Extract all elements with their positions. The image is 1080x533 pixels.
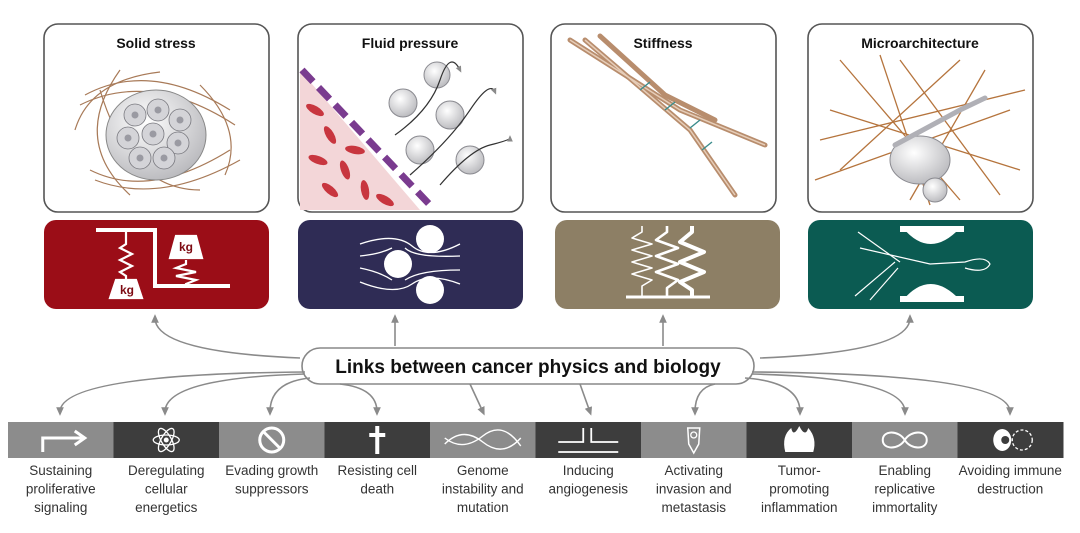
downward-arrows [56,371,1014,416]
fiber-network-illustration [814,54,1026,206]
cross-icon [369,426,386,454]
flame-icon [784,426,815,452]
immune-cell-icon [993,429,1033,451]
hallmark-tile [430,422,536,458]
panel-title-fluid-pressure: Fluid pressure [362,35,459,51]
tile-solid-stress: kg kg [44,220,269,309]
invasion-icon [686,427,701,455]
stiff-fibers-illustration [567,33,768,198]
upward-arrows [151,314,914,359]
compressed-cell-cluster [74,69,241,196]
prohibited-icon [258,426,286,454]
weights-springs-icon [96,228,230,300]
hallmark-tile [8,422,114,458]
tile-stiffness [555,220,780,309]
panel-fluid-pressure: Fluid pressure [297,23,524,213]
tile-microarchitecture [808,220,1033,309]
vessel-icon [558,428,619,453]
panel-title-solid-stress: Solid stress [116,35,196,51]
leaky-vessel-illustration [299,61,513,210]
panel-solid-stress: Solid stress [43,23,270,213]
fluid-flow-icon [359,225,461,304]
panel-stiffness: Stiffness [550,23,777,213]
dna-icon [444,429,522,450]
arrow-icon [41,429,88,452]
cell-squeeze-icon [854,226,991,302]
center-label: Links between cancer physics and biology [335,357,721,378]
springs-icon [626,226,710,299]
panel-title-microarchitecture: Microarchitecture [861,35,979,51]
weight-label: kg [120,283,134,297]
center-label-box: Links between cancer physics and biology [301,347,755,385]
infinity-icon [881,431,928,449]
panel-title-stiffness: Stiffness [633,35,692,51]
panel-microarchitecture: Microarchitecture [807,23,1034,213]
atom-icon [152,427,180,453]
weight-label: kg [179,240,193,254]
tile-fluid-pressure [298,220,523,309]
